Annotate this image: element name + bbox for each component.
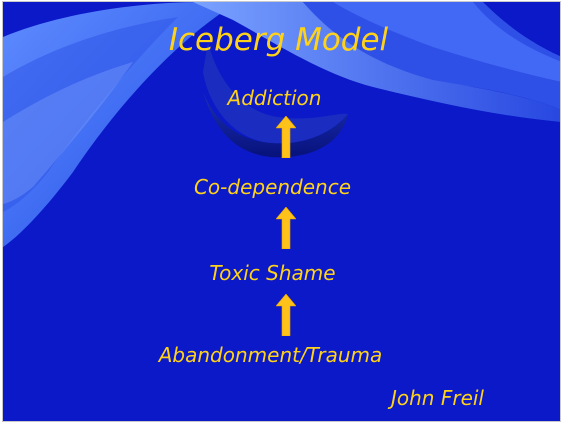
up-arrow-icon bbox=[276, 116, 296, 158]
step-abandonment-trauma: Abandonment/Trauma bbox=[158, 343, 383, 367]
up-arrow-icon bbox=[276, 207, 296, 249]
step-co-dependence: Co-dependence bbox=[193, 175, 352, 199]
step-toxic-shame: Toxic Shame bbox=[209, 261, 336, 285]
step-addiction: Addiction bbox=[227, 86, 322, 110]
swoosh-decoration bbox=[3, 2, 560, 247]
author-credit: John Freil bbox=[391, 386, 484, 410]
up-arrow-icon bbox=[276, 294, 296, 336]
slide-title: Iceberg Model bbox=[168, 22, 389, 58]
